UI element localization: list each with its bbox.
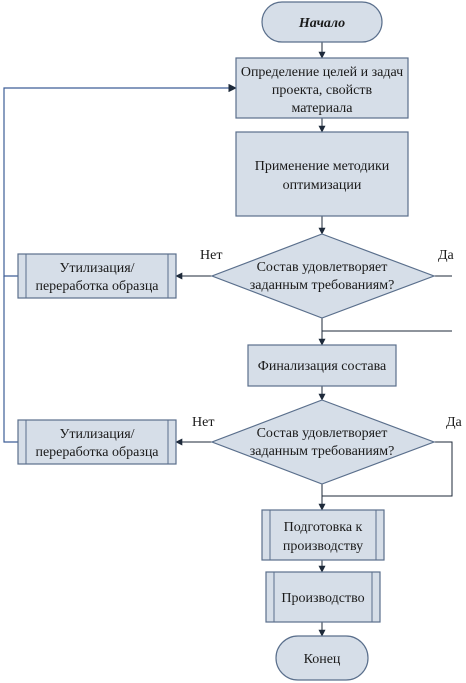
define-goals-node: Определение целей и задач проекта, свойс…	[235, 57, 409, 119]
decision2-label-line1: Состав удовлетворяет	[257, 426, 388, 441]
edge-recycle2-loop	[3, 276, 18, 443]
recycle1-label-line2: переработка образца	[35, 279, 159, 294]
recycle1-label-line1: Утилизация/	[59, 261, 134, 276]
optimize-node: Применение методики оптимизации	[235, 131, 409, 217]
define-label-line3: материала	[292, 101, 354, 116]
define-label-line2: проекта, свойств	[272, 83, 373, 98]
end-node: Конец	[275, 635, 369, 681]
decision1-label-line1: Состав удовлетворяет	[257, 260, 388, 275]
start-node: Начало	[261, 1, 383, 43]
define-label-line1: Определение целей и задач	[241, 65, 403, 80]
recycle2-label-line1: Утилизация/	[59, 427, 134, 442]
production-label: Производство	[281, 591, 364, 606]
recycle-1-node: Утилизация/ переработка образца	[17, 253, 177, 299]
decision2-label-line2: заданным требованиям?	[250, 444, 395, 459]
edge-decision1-bottom	[321, 318, 452, 332]
decision1-yes-label: Да	[438, 248, 455, 263]
decision-1-node: Состав удовлетворяет заданным требования…	[210, 233, 436, 319]
prepare-label-line1: Подготовка к	[284, 520, 363, 535]
decision1-label-line2: заданным требованиям?	[250, 278, 395, 293]
prepare-production-node: Подготовка к производству	[261, 509, 385, 561]
finalize-node: Финализация состава	[247, 344, 397, 387]
edge-decision2-yes	[322, 441, 453, 497]
decision2-no-label: Нет	[192, 415, 214, 430]
finalize-label: Финализация состава	[258, 359, 387, 374]
decision-2-node: Состав удовлетворяет заданным требования…	[210, 399, 436, 485]
edge-recycle1-loop	[3, 83, 237, 277]
optimize-label-line2: оптимизации	[283, 178, 362, 193]
production-node: Производство	[265, 571, 381, 623]
recycle2-label-line2: переработка образца	[35, 445, 159, 460]
decision1-no-label: Нет	[200, 248, 222, 263]
decision2-yes-label: Да	[446, 415, 463, 430]
optimize-label-line1: Применение методики	[255, 159, 390, 174]
start-label: Начало	[298, 16, 345, 31]
prepare-label-line2: производству	[283, 539, 363, 554]
recycle-2-node: Утилизация/ переработка образца	[17, 419, 177, 465]
end-label: Конец	[304, 652, 341, 667]
